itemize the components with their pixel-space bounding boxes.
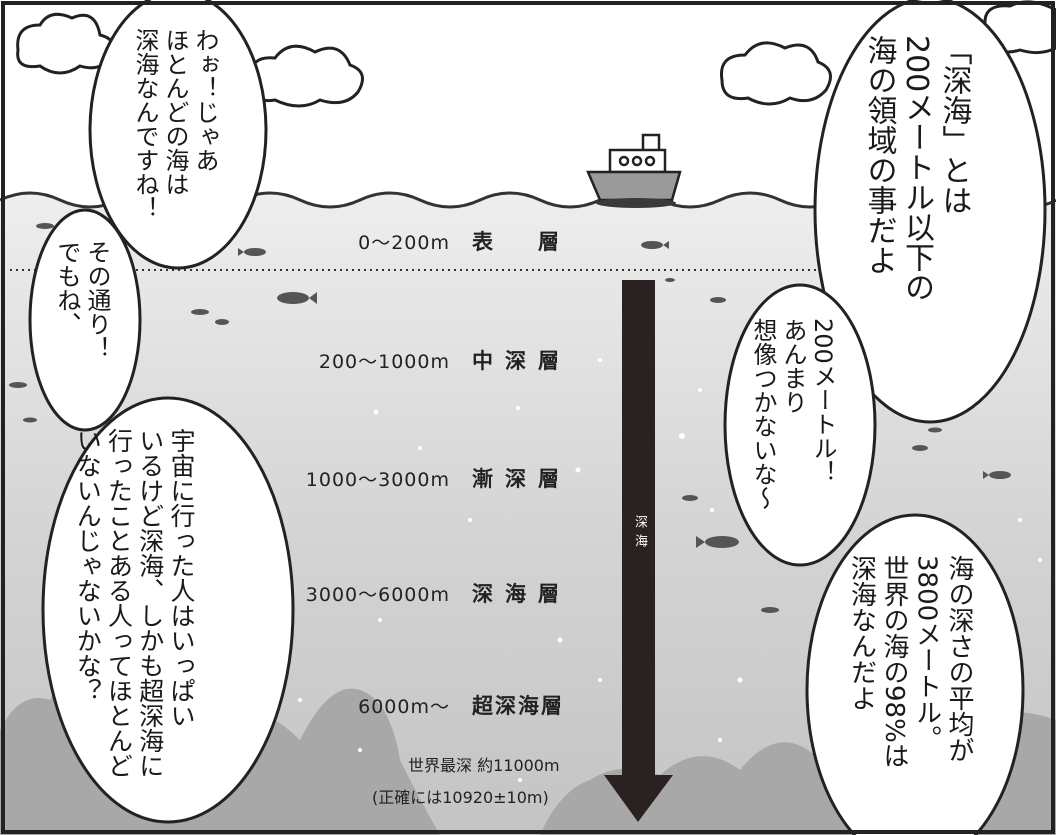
speech-bubble-5 — [41, 396, 295, 824]
bubble-4-text: 200メートル！ あんまり 想像つかないな～ — [748, 318, 838, 548]
bubble-line: あんまり — [779, 318, 807, 414]
speech-bubble-6 — [805, 513, 1025, 835]
speech-bubble-3 — [28, 208, 142, 432]
bubble-line: 海の深さの平均が — [944, 555, 974, 763]
layer-name: 漸深層 — [472, 467, 571, 491]
bubble-2-text: 「深海」とは 200メートル以下の 海の領域の事だよ — [860, 35, 973, 385]
deepest-depth-exact-line: (正確には10920±10m) — [372, 788, 549, 807]
bubble-line: 200メートル！ — [809, 318, 837, 484]
layer-depth: 200～1000m — [318, 351, 450, 373]
bubble-line: 200メートル以下の — [899, 35, 934, 303]
cloud-icon — [248, 44, 364, 108]
layer-name: 深海層 — [472, 582, 571, 606]
bubble-line: いないんじゃないかな？ — [73, 428, 103, 703]
bubble-line: わぉ！じゃあ — [191, 28, 219, 172]
layer-row-surface: 0～200m 表 層 — [300, 226, 571, 256]
bubble-line: その通り！ — [83, 240, 111, 360]
bubble-line: ほとんどの海は — [161, 28, 189, 196]
bubble-line: 深海なんだよ — [846, 555, 877, 711]
bubble-line: 海の領域の事だよ — [861, 35, 897, 275]
bubble-line: 世界の海の98%は — [879, 555, 909, 769]
bubble-5-text: 宇宙に行った人はいっぱい いるけど深海、しかも超深海に 行ったことある人ってほと… — [72, 428, 197, 808]
bubble-6-text: 海の深さの平均が 3800メートル。 世界の海の98%は 深海なんだよ — [845, 555, 975, 825]
bubble-line: 行ったことある人ってほとんど — [104, 428, 134, 778]
arrow-label: 深海 — [632, 515, 647, 553]
layer-row-bathypelagic: 1000～3000m 漸深層 — [280, 463, 571, 493]
bubble-line: でもね、 — [53, 240, 81, 336]
depth-arrow — [604, 280, 673, 822]
cloud-icon — [719, 41, 832, 106]
layer-depth: 3000～6000m — [305, 584, 450, 606]
layer-row-mesopelagic: 200～1000m 中深層 — [300, 345, 571, 375]
fish-icon — [9, 223, 1011, 613]
deepest-depth-note: 世界最深 約11000m — [408, 752, 560, 776]
bubble-line: 深海なんですね！ — [131, 28, 159, 220]
layer-name: 中深層 — [472, 349, 571, 373]
bubble-line: 「深海」とは — [936, 35, 972, 215]
deepest-depth-exact: (正確には10920±10m) — [372, 784, 549, 808]
layer-name: 表 層 — [472, 230, 571, 254]
speech-bubble-2 — [813, 0, 1047, 424]
layer-depth: 6000m～ — [358, 696, 450, 718]
marine-snow — [298, 358, 1042, 782]
layer-name: 超深海層 — [472, 694, 564, 718]
speech-bubble-1 — [88, 0, 268, 270]
bubble-3-text: その通り！ でもね、 — [52, 240, 112, 410]
bubble-1-text: わぉ！じゃあ ほとんどの海は 深海なんですね！ — [130, 28, 220, 268]
bubble-line: 宇宙に行った人はいっぱい — [167, 428, 196, 728]
bubble-line: 3800メートル。 — [911, 555, 942, 752]
deepest-depth-line: 世界最深 約11000m — [408, 756, 560, 775]
ship-icon — [586, 133, 682, 208]
layer-row-abyssopelagic: 3000～6000m 深海層 — [280, 578, 571, 608]
speech-bubble-4 — [723, 283, 877, 567]
layer-row-hadopelagic: 6000m～ 超深海層 — [300, 690, 564, 720]
layer-depth: 0～200m — [358, 232, 450, 254]
bubble-line: いるけど深海、しかも超深海に — [135, 428, 165, 778]
bubble-line: 想像つかないな～ — [749, 318, 777, 510]
layer-depth: 1000～3000m — [305, 469, 450, 491]
